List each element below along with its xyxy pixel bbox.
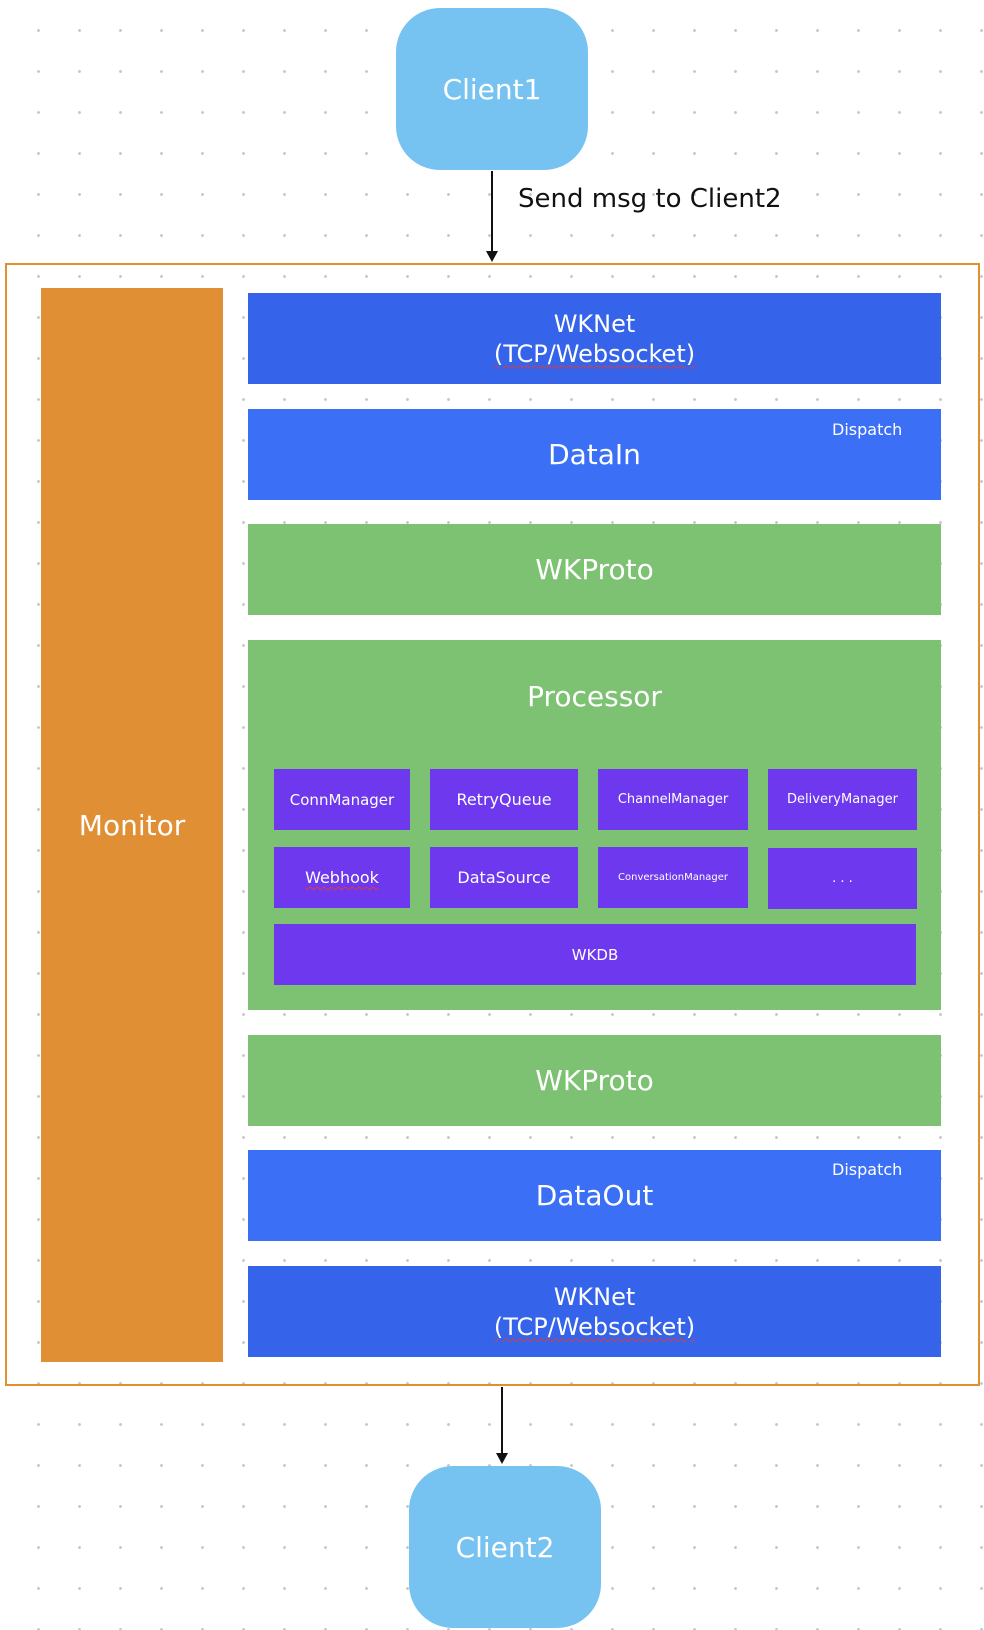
dataout-dispatch-label: Dispatch — [832, 1160, 903, 1179]
wkproto-bottom-label: WKProto — [535, 1064, 654, 1097]
processor-title: Processor — [527, 680, 662, 713]
storage-wkdb: WKDB — [274, 924, 916, 985]
module-label: . . . — [832, 871, 853, 886]
edge-wknet-to-client2 — [501, 1387, 503, 1461]
module-label: RetryQueue — [456, 790, 552, 809]
edge-client1-to-wknet — [491, 171, 493, 254]
arrowhead-out — [496, 1453, 508, 1464]
wknet-top-title: WKNet — [553, 309, 636, 338]
client1-node: Client1 — [396, 8, 588, 170]
module-webhook: Webhook — [274, 847, 410, 908]
wkproto-bottom-layer: WKProto — [248, 1035, 941, 1126]
module-label: DeliveryManager — [787, 792, 898, 807]
wknet-bottom-title: WKNet — [553, 1282, 636, 1311]
module-label: ConnManager — [289, 790, 395, 809]
edge-label: Send msg to Client2 — [518, 184, 782, 214]
module-retry-queue: RetryQueue — [430, 769, 578, 830]
client1-label: Client1 — [442, 72, 542, 106]
storage-label: WKDB — [571, 945, 619, 964]
wknet-bottom-layer: WKNet (TCP/Websocket) — [248, 1266, 941, 1357]
module-delivery-manager: DeliveryManager — [768, 769, 917, 830]
datain-label: DataIn — [548, 438, 641, 471]
client2-node: Client2 — [409, 1466, 601, 1628]
wknet-top-layer: WKNet (TCP/Websocket) — [248, 293, 941, 384]
datain-dispatch-label: Dispatch — [832, 420, 903, 439]
wknet-top-protocol: (TCP/Websocket) — [493, 339, 696, 368]
datain-layer: DataIn — [248, 409, 941, 500]
client2-label: Client2 — [455, 1530, 555, 1564]
dataout-label: DataOut — [535, 1179, 654, 1212]
module-label: Webhook — [305, 868, 379, 887]
module-conversation-manager: ConversationManager — [598, 847, 748, 908]
monitor-label: Monitor — [78, 808, 186, 842]
module-more-ellipsis: . . . — [768, 848, 917, 909]
dataout-layer: DataOut — [248, 1150, 941, 1241]
module-label: ConversationManager — [618, 872, 728, 883]
module-data-source: DataSource — [430, 847, 578, 908]
wknet-bottom-protocol: (TCP/Websocket) — [493, 1312, 696, 1341]
system-frame — [5, 263, 980, 1386]
wkproto-top-label: WKProto — [535, 553, 654, 586]
monitor-block: Monitor — [41, 288, 223, 1362]
wkproto-top-layer: WKProto — [248, 524, 941, 615]
module-label: ChannelManager — [617, 792, 729, 807]
arrowhead-in — [486, 251, 498, 262]
module-label: DataSource — [457, 868, 551, 887]
module-channel-manager: ChannelManager — [598, 769, 748, 830]
module-conn-manager: ConnManager — [274, 769, 410, 830]
